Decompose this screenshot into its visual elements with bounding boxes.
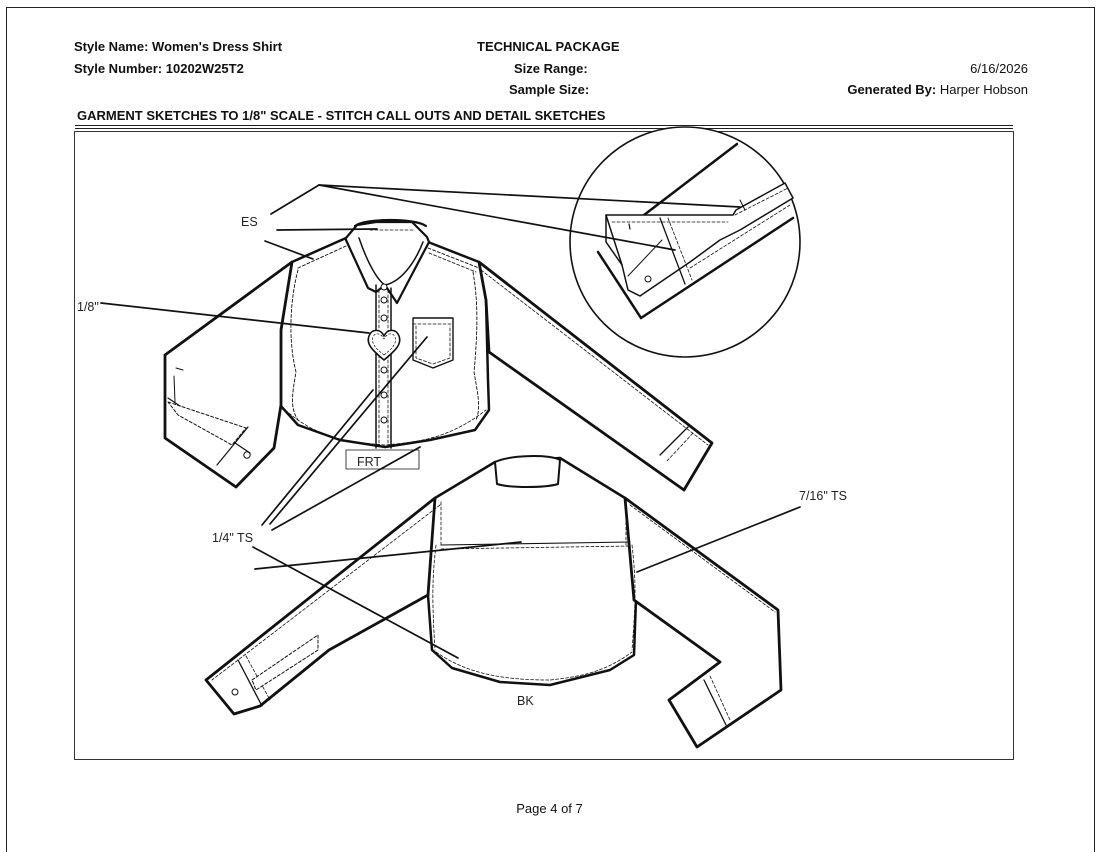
callout-leaders: [100, 184, 801, 659]
style-name-value: Women's Dress Shirt: [152, 39, 283, 54]
size-range-label: Size Range:: [514, 61, 588, 76]
sample-size-label: Sample Size:: [509, 82, 590, 97]
callout-eighth: 1/8": [77, 300, 99, 314]
section-rule-bottom: [75, 128, 1013, 129]
document-date: 6/16/2026: [970, 61, 1028, 76]
style-name-row: Style Name: Women's Dress Shirt: [74, 39, 282, 54]
page-frame: [6, 7, 1095, 852]
generated-by-row: Generated By: Harper Hobson: [847, 82, 1028, 97]
style-name-label: Style Name:: [74, 39, 149, 54]
back-view-label: BK: [517, 694, 534, 708]
callout-quarter-ts: 1/4" TS: [212, 531, 254, 545]
callout-es: ES: [241, 215, 258, 229]
cuff-detail-sketch: [569, 126, 801, 358]
generated-by-value: Harper Hobson: [939, 82, 1028, 97]
page-number: Page 4 of 7: [516, 801, 583, 816]
callout-seven-sixteenth-ts: 7/16" TS: [799, 489, 847, 503]
document-title: TECHNICAL PACKAGE: [477, 39, 620, 54]
front-sketch: [163, 218, 714, 492]
sketch-frame: [74, 131, 1014, 760]
style-number-row: Style Number: 10202W25T2: [74, 61, 244, 76]
style-number-label: Style Number:: [74, 61, 163, 76]
generated-by-label: Generated By:: [847, 82, 937, 97]
style-number-value: 10202W25T2: [165, 61, 244, 76]
section-title: GARMENT SKETCHES TO 1/8" SCALE - STITCH …: [77, 108, 606, 123]
front-view-label: FRT: [357, 455, 382, 469]
back-sketch: [204, 455, 783, 749]
section-rule-top: [75, 125, 1013, 126]
